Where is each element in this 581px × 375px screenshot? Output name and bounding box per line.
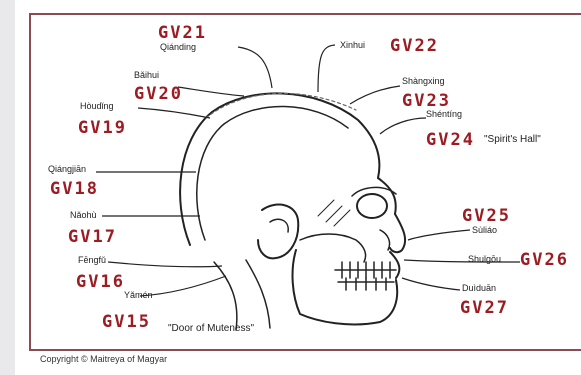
leader-gv23: [350, 86, 400, 104]
gv21-name: Qiánding: [160, 43, 196, 52]
leader-gv16: [108, 262, 222, 267]
leader-gv21: [238, 47, 272, 88]
orbit: [357, 194, 387, 218]
gv15-note: "Door of Muteness": [168, 324, 254, 334]
ear: [258, 205, 298, 259]
cranium-outline: [180, 93, 379, 245]
gv18-code: GV18: [50, 181, 99, 198]
gv21-code: GV21: [158, 25, 207, 42]
gv27-name: Duìduān: [462, 284, 496, 293]
gv23-name: Shàngxing: [402, 77, 445, 86]
gv26-name: Shuǐgōu: [468, 255, 501, 264]
gv26-code: GV26: [520, 252, 569, 269]
nasal-cavity: [380, 230, 390, 250]
gv19-code: GV19: [78, 120, 127, 137]
gv24-code: GV24: [426, 132, 475, 149]
gv18-name: Qiángjiān: [48, 165, 86, 174]
cheek-hatch: [318, 200, 350, 226]
gv20-code: GV20: [134, 86, 183, 103]
leader-gv24: [380, 118, 426, 134]
leader-gv26: [404, 260, 520, 262]
gv16-name: Fēngfǔ: [78, 256, 106, 265]
gv15-name: Yǎmén: [124, 291, 153, 300]
leader-gv22: [318, 45, 335, 92]
leader-gv19: [138, 108, 210, 118]
leader-gv27: [402, 278, 460, 290]
upper-teeth: [335, 262, 396, 278]
gv27-code: GV27: [460, 300, 509, 317]
gv24-note: "Spirit's Hall": [484, 135, 541, 145]
zygomatic-arch: [300, 234, 366, 262]
mandible: [293, 250, 398, 324]
gv25-code: GV25: [462, 208, 511, 225]
gv25-name: Sùliáo: [472, 226, 497, 235]
gv20-name: Bǎihui: [134, 71, 159, 80]
ear-inner: [270, 219, 288, 232]
copyright-text: Copyright © Maitreya of Magyar: [40, 354, 167, 364]
leader-gv25: [408, 230, 470, 240]
gv16-code: GV16: [76, 274, 125, 291]
gv23-code: GV23: [402, 93, 451, 110]
lower-teeth: [338, 278, 394, 290]
nose-profile: [390, 214, 405, 252]
leader-gv20: [178, 87, 244, 96]
maxilla: [390, 252, 399, 278]
neck-line: [214, 262, 237, 330]
leader-gv15: [140, 276, 226, 296]
gv22-code: GV22: [390, 38, 439, 55]
gv19-name: Hòudǐng: [80, 102, 114, 111]
gv15-code: GV15: [102, 314, 151, 331]
gv17-code: GV17: [68, 229, 117, 246]
gv17-name: Nǎohù: [70, 211, 97, 220]
gv24-name: Shéntíng: [426, 110, 462, 119]
neck-line-2: [246, 260, 270, 328]
gv22-name: Xinhui: [340, 41, 365, 50]
